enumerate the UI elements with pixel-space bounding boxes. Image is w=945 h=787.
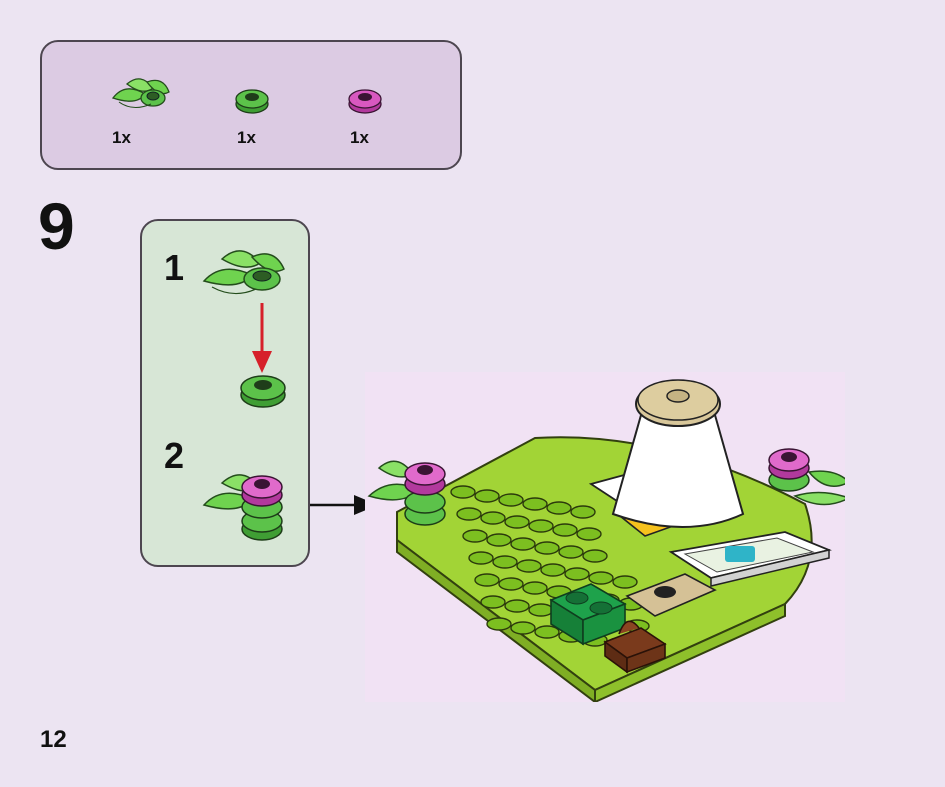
stud: [576, 527, 602, 541]
part-pink-plate: [325, 72, 405, 118]
stacked-flower-assembly-icon: [202, 474, 283, 541]
stud: [468, 551, 494, 565]
stud: [492, 555, 518, 569]
substep-1-number: 1: [164, 247, 185, 288]
stud: [546, 501, 572, 515]
stud: [474, 573, 500, 587]
stud: [582, 549, 608, 563]
car-icon: [725, 546, 755, 562]
stud: [522, 581, 548, 595]
stud: [588, 571, 614, 585]
stud: [504, 599, 530, 613]
stud: [612, 575, 638, 589]
stud: [498, 577, 524, 591]
green-round-plate-icon: [235, 89, 269, 114]
part-3-qty: 1x: [350, 128, 369, 147]
stud: [540, 563, 566, 577]
leaf-plant-icon: [111, 78, 170, 108]
part-leaf: [102, 72, 182, 118]
pink-round-plate-icon: [348, 89, 382, 114]
stud: [480, 595, 506, 609]
stud: [528, 519, 554, 533]
stud: [516, 559, 542, 573]
stud: [552, 523, 578, 537]
part-1-qty: 1x: [112, 128, 131, 147]
part-green-plate: [212, 72, 292, 118]
stud: [486, 617, 512, 631]
stud: [558, 545, 584, 559]
stud: [480, 511, 506, 525]
flower-left: [367, 460, 446, 526]
stud: [528, 603, 554, 617]
substep-2-number: 2: [164, 435, 185, 476]
step-number: 9: [38, 189, 75, 263]
leaf-plant-icon: [202, 250, 285, 295]
green-round-plate-icon: [240, 375, 286, 408]
stud: [534, 541, 560, 555]
red-down-arrow-icon: [252, 303, 272, 373]
stud: [498, 493, 524, 507]
stud: [570, 505, 596, 519]
part-2-qty: 1x: [237, 128, 256, 147]
stud: [522, 497, 548, 511]
stud: [474, 489, 500, 503]
stud: [456, 507, 482, 521]
page-number: 12: [40, 726, 67, 753]
stud: [510, 621, 536, 635]
stud: [564, 567, 590, 581]
stud: [462, 529, 488, 543]
stud: [510, 537, 536, 551]
flower-right: [768, 448, 845, 506]
subassembly-box: 1 2: [140, 219, 310, 567]
stud: [486, 533, 512, 547]
parts-list-box: 1x 1x 1x: [40, 40, 462, 170]
stud: [504, 515, 530, 529]
model-illustration: [367, 379, 845, 702]
stud: [450, 485, 476, 499]
stud: [534, 625, 560, 639]
